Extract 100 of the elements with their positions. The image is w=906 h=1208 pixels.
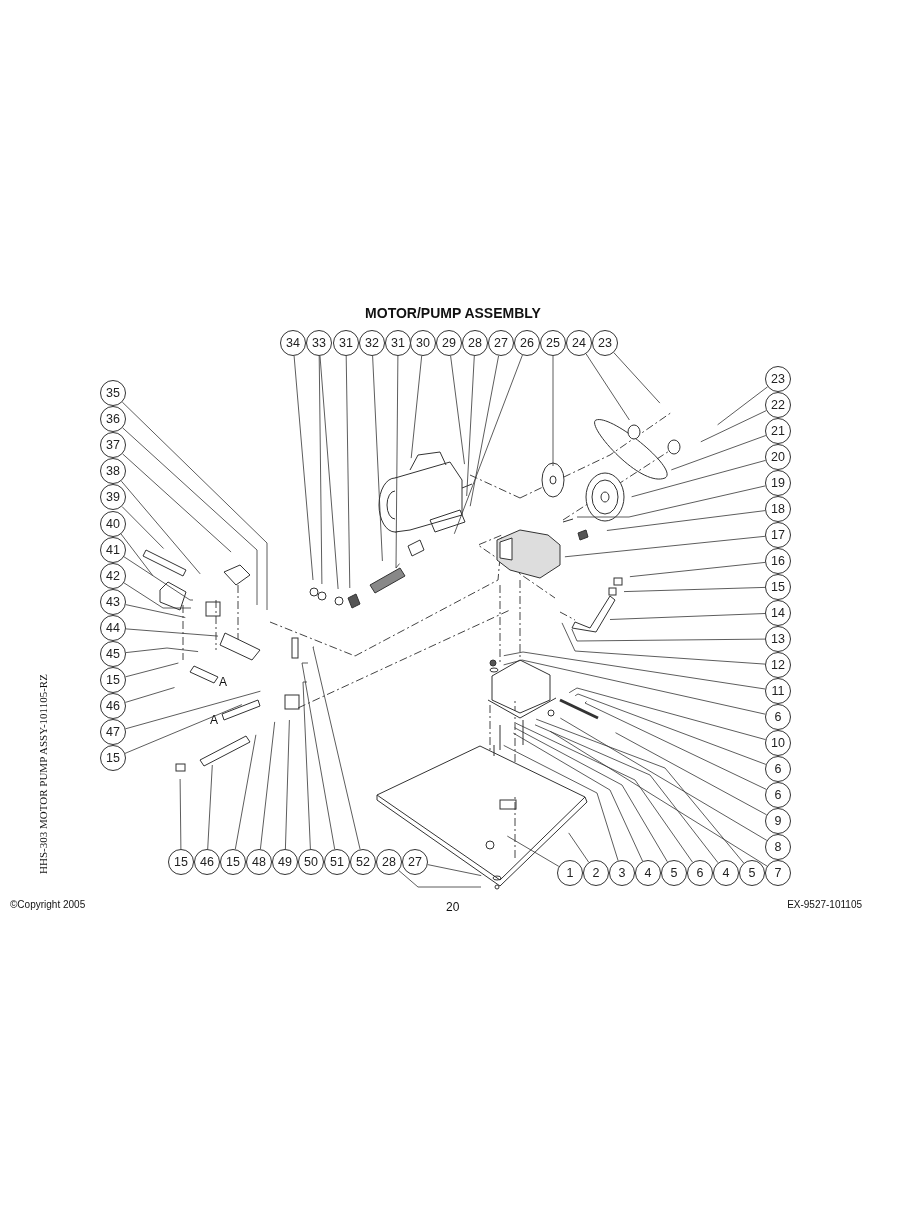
callout-number: 47: [100, 719, 126, 746]
leader-line: [122, 453, 232, 553]
callout-number: 31: [385, 330, 411, 356]
callout-number: 13: [765, 626, 791, 652]
leader-line: [606, 510, 766, 531]
callout-number: 32: [359, 330, 385, 356]
callout-number: 52: [350, 849, 376, 875]
leader-line: [561, 622, 766, 665]
callout-number: 50: [298, 849, 324, 875]
leader-line: [123, 582, 192, 609]
leader-line: [125, 662, 179, 678]
callout-number: 5: [739, 860, 765, 886]
leader-line: [121, 480, 201, 575]
leader-line: [121, 401, 268, 611]
callout-number: 35: [100, 380, 126, 406]
callout-number: 34: [280, 330, 306, 356]
leader-line: [427, 864, 482, 876]
leader-line: [125, 687, 175, 703]
callout-number: 15: [220, 849, 246, 875]
callout-number: 19: [765, 470, 791, 496]
callout-number: 21: [765, 418, 791, 444]
drawing-number: HHS-303 MOTOR PUMP ASSY-101105-RZ: [37, 673, 49, 876]
callout-number: 10: [765, 730, 791, 756]
leader-line: [293, 355, 314, 581]
callout-number: 48: [246, 849, 272, 875]
leader-line: [120, 533, 154, 576]
leader-line: [574, 693, 767, 765]
leader-line: [585, 353, 630, 421]
leader-line: [453, 354, 523, 535]
callout-number: 15: [765, 574, 791, 600]
callout-number: 9: [765, 808, 791, 834]
callout-number: 6: [765, 782, 791, 808]
callout-number: 11: [765, 678, 791, 704]
callout-number: 24: [566, 330, 592, 356]
callout-number: 1: [557, 860, 583, 886]
callout-number: 4: [635, 860, 661, 886]
callout-number: 37: [100, 432, 126, 459]
leader-line: [535, 718, 745, 864]
callout-number: 29: [436, 330, 462, 356]
leader-line: [125, 604, 186, 618]
leader-line: [584, 701, 767, 790]
callout-number: 22: [765, 392, 791, 418]
leader-line: [260, 721, 276, 850]
leader-line: [124, 704, 243, 754]
callout-number: 40: [100, 510, 126, 537]
callout-number: 39: [100, 484, 126, 511]
leader-line: [512, 732, 643, 862]
leader-line: [629, 562, 766, 578]
callout-number: 23: [765, 366, 791, 392]
callout-number: 51: [324, 849, 350, 875]
leader-line: [506, 835, 560, 867]
callout-number: 2: [583, 860, 609, 886]
leader-line: [312, 646, 361, 850]
callout-number: 23: [592, 330, 618, 356]
callout-number: 14: [765, 600, 791, 626]
page-number: 20: [446, 900, 460, 914]
callout-number: 6: [687, 860, 713, 886]
callout-number: 44: [100, 614, 126, 641]
leader-line: [700, 410, 767, 443]
callout-number: 18: [765, 496, 791, 522]
callout-number: 8: [765, 834, 791, 860]
leader-line: [503, 651, 766, 690]
callout-number: 17: [765, 522, 791, 548]
callout-number: 15: [100, 745, 126, 772]
leader-line: [515, 722, 693, 863]
leader-line: [514, 727, 668, 863]
leader-line: [503, 659, 766, 715]
callout-number: 15: [100, 667, 126, 694]
callout-number: 25: [540, 330, 566, 356]
leader-line: [623, 587, 766, 592]
copyright-notice: ©Copyright 2005: [10, 899, 86, 910]
leader-line: [301, 662, 336, 850]
callout-number: 20: [765, 444, 791, 470]
leader-line: [234, 734, 257, 850]
leader-line: [410, 355, 423, 459]
callout-number: 43: [100, 588, 126, 615]
callout-number: 38: [100, 458, 126, 485]
leader-line: [469, 355, 499, 507]
leader-line: [549, 730, 768, 867]
leader-line: [372, 355, 383, 562]
callout-number: 45: [100, 641, 126, 667]
leader-line: [398, 870, 482, 888]
leader-line: [179, 778, 182, 850]
leader-line: [615, 732, 767, 816]
callout-number: 46: [100, 693, 126, 720]
leader-line: [717, 386, 768, 426]
leader-line: [609, 613, 766, 620]
leader-line: [395, 355, 400, 569]
leader-line: [121, 506, 164, 549]
document-code: EX-9527-101105: [787, 899, 862, 910]
leader-line: [318, 355, 323, 585]
callout-number: 16: [765, 548, 791, 574]
callout-number: 12: [765, 652, 791, 678]
callout-number: 15: [168, 849, 194, 875]
callout-letter: A: [219, 675, 227, 689]
leader-line: [534, 724, 719, 864]
leader-line: [319, 355, 339, 590]
leader-line: [670, 435, 767, 471]
callout-number: 4: [713, 860, 739, 886]
callout-number: 27: [488, 330, 514, 356]
